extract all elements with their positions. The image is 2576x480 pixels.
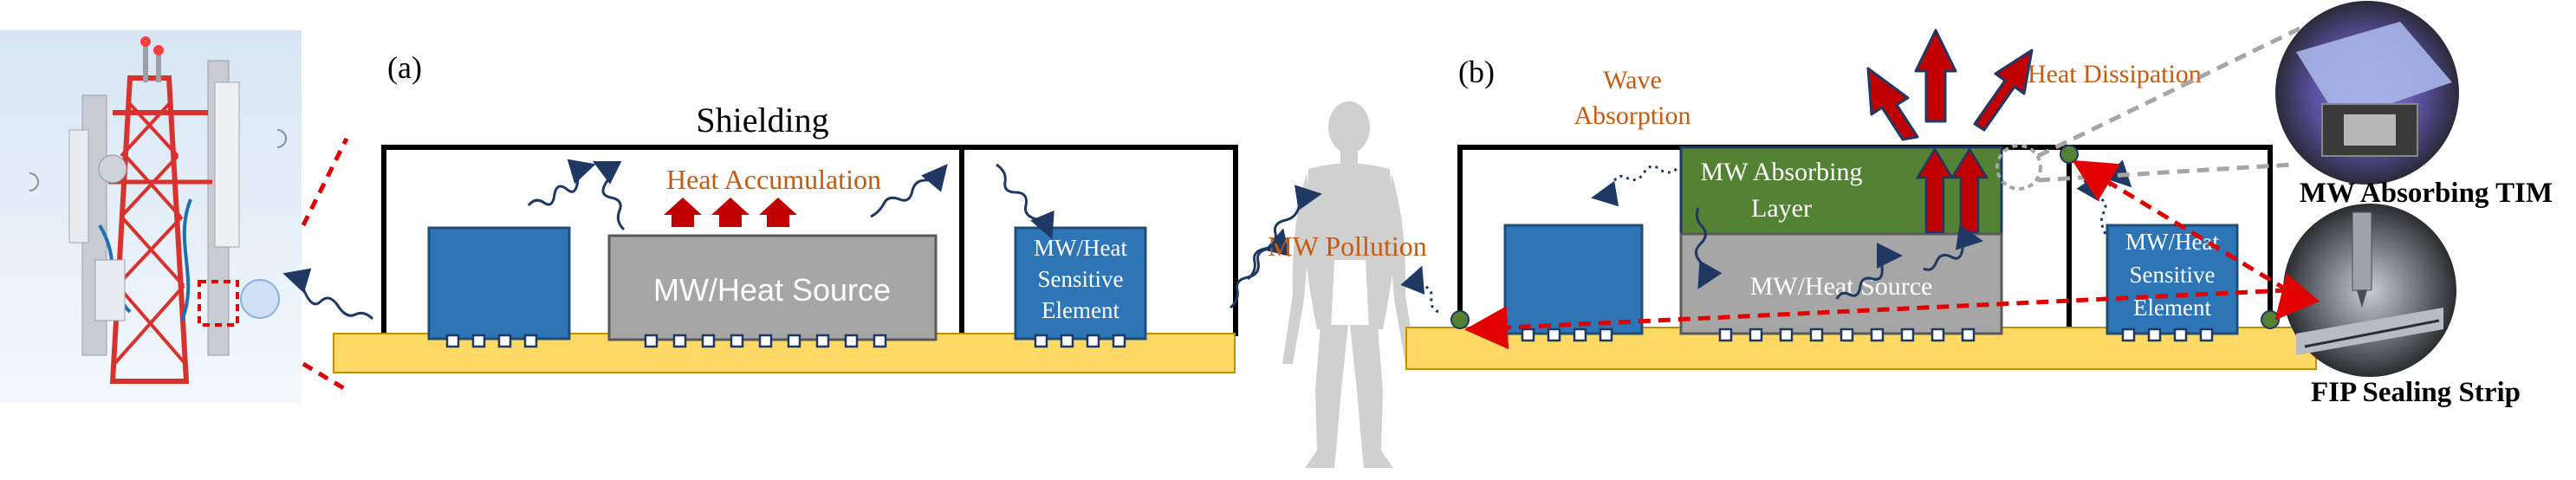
panel-b: (b) Wave Absorption Heat Dissipation MW … xyxy=(1400,29,2317,370)
sensitive-element-b xyxy=(2106,224,2239,335)
sensitive-element-a xyxy=(1014,226,1147,341)
absorbing-layer xyxy=(1679,146,2003,236)
sensitive-label-a-2: Sensitive xyxy=(1038,266,1124,292)
tim-label: MW Absorbing TIM xyxy=(2300,178,2553,209)
sensitive-label-b-2: Sensitive xyxy=(2130,262,2216,288)
sensitive-label-a-3: Element xyxy=(1041,297,1119,323)
heat-dissipation-label: Heat Dissipation xyxy=(2028,60,2202,88)
wave-absorption-label-1: Wave xyxy=(1603,66,1662,94)
fip-connector-lines xyxy=(1464,159,2320,350)
shielding-label: Shielding xyxy=(696,101,828,139)
heat-arrows-a xyxy=(664,198,797,227)
sensitive-label-b-1: MW/Heat xyxy=(2125,229,2219,255)
tim-location-marker xyxy=(1995,144,2042,191)
panel-b-label: (b) xyxy=(1458,55,1495,89)
conduction-arrows xyxy=(1915,146,1989,234)
shield-frame xyxy=(381,145,1238,336)
mw-pollution-label: MW Pollution xyxy=(1268,230,1426,262)
heat-dissipation-arrows xyxy=(1866,29,2034,141)
solder-pads-b xyxy=(1521,328,2214,342)
em-waves-b xyxy=(1695,207,1983,300)
human-silhouette xyxy=(1282,101,1416,468)
fip-seal-dot-left xyxy=(1450,310,1470,329)
heat-source-label-b: MW/Heat Source xyxy=(1750,272,1933,301)
fip-photo xyxy=(2283,204,2456,377)
absorbing-layer-label-2: Layer xyxy=(1751,194,1812,223)
heat-source-block-a xyxy=(607,234,938,341)
chip-block-a xyxy=(427,226,571,341)
fip-label: FIP Sealing Strip xyxy=(2311,377,2521,408)
fip-seal-dot-top xyxy=(2060,145,2079,164)
heat-accumulation-label: Heat Accumulation xyxy=(666,164,881,195)
em-waves-pollution xyxy=(1247,185,1322,281)
sensitive-label-a-1: MW/Heat xyxy=(1034,235,1127,261)
fip-seal-dot-right xyxy=(2261,310,2280,329)
wave-absorption-label-2: Absorption xyxy=(1574,101,1691,130)
zoom-line-bottom xyxy=(302,361,348,392)
absorbing-layer-label-1: MW Absorbing xyxy=(1701,158,1863,186)
heat-source-block-b xyxy=(1679,232,2003,335)
solder-pads-a xyxy=(445,334,1126,348)
panel-a: (a) Shielding MW/Heat Source MW/Heat Sen… xyxy=(282,50,1290,373)
cell-tower-illustration xyxy=(0,30,302,403)
tim-photo xyxy=(2275,1,2459,185)
heat-source-label-a: MW/Heat Source xyxy=(653,272,891,308)
zoom-line-top xyxy=(301,137,349,227)
chip-block-b xyxy=(1503,224,1644,335)
panel-a-label: (a) xyxy=(387,50,422,85)
